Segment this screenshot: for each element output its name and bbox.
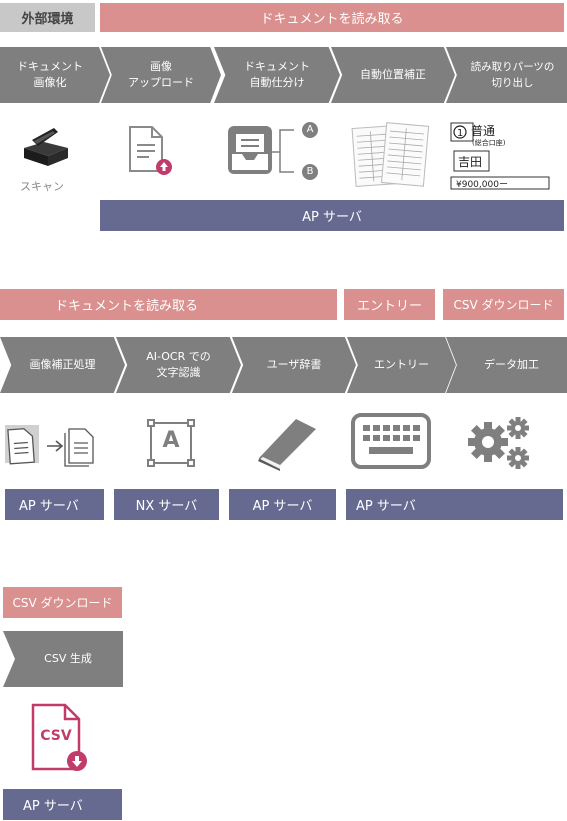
ap-server-bar-2: AP サーバ <box>5 489 104 520</box>
scan-label: スキャン <box>20 180 64 193</box>
entry-header: エントリー <box>344 289 435 320</box>
ap-server-bar-5: AP サーバ <box>3 789 122 820</box>
csv-icon-text: CSV <box>40 728 72 744</box>
step-auto-sort: ドキュメント 自動仕分け <box>214 47 340 103</box>
keyboard-icon <box>351 413 431 469</box>
step-data-processing: データ加工 <box>446 337 567 393</box>
crop-text-name: 吉田 <box>458 155 483 169</box>
step-image-upload: 画像 アップロード <box>101 47 221 103</box>
csv-download-header: CSV ダウンロード <box>443 289 564 320</box>
nx-server-bar: NX サーバ <box>114 489 219 520</box>
image-correction-icon <box>5 425 94 467</box>
ap-server-bar-1: AP サーバ <box>100 200 564 231</box>
step-user-dictionary: ユーザ辞書 <box>232 337 356 393</box>
step-document-imaging: ドキュメント 画像化 <box>0 47 110 103</box>
step-entry: エントリー <box>347 337 456 393</box>
ap-server-bar-4: AP サーバ <box>346 489 563 520</box>
csv-file-icon <box>31 703 87 771</box>
read-document-header: ドキュメントを読み取る <box>100 3 564 32</box>
cropped-parts-icon: 1 <box>450 122 550 190</box>
inbox-sort-icon <box>228 122 318 180</box>
crop-text-account: (総合口座) <box>472 139 506 147</box>
step-crop-read-parts: 読み取りパーツの 切り出し <box>446 47 567 103</box>
ap-server-bar-3: AP サーバ <box>229 489 336 520</box>
step-ai-ocr: AI-OCR での 文字認識 <box>116 337 241 393</box>
document-upload-icon <box>129 126 172 175</box>
ocr-icon-letter: A <box>162 428 180 453</box>
read-document-header-2: ドキュメントを読み取る <box>0 289 337 320</box>
svg-text:1: 1 <box>457 128 463 139</box>
tilted-forms-icon <box>351 122 430 187</box>
crop-text-amount: ¥900,000ー <box>456 180 508 190</box>
gears-icon <box>468 417 529 469</box>
sort-label-a: A <box>306 124 314 135</box>
external-environment-label: 外部環境 <box>0 3 95 32</box>
step-csv-generate: CSV 生成 <box>3 631 123 687</box>
book-icon <box>258 419 316 471</box>
ocr-text-icon <box>147 419 195 467</box>
csv-download-header-2: CSV ダウンロード <box>3 587 122 618</box>
crop-text-ordinary: 普通 <box>471 124 496 138</box>
step-image-correction: 画像補正処理 <box>0 337 125 393</box>
scanner-icon <box>24 128 68 166</box>
step-auto-position-correction: 自動位置補正 <box>331 47 455 103</box>
sort-label-b: B <box>306 166 314 177</box>
